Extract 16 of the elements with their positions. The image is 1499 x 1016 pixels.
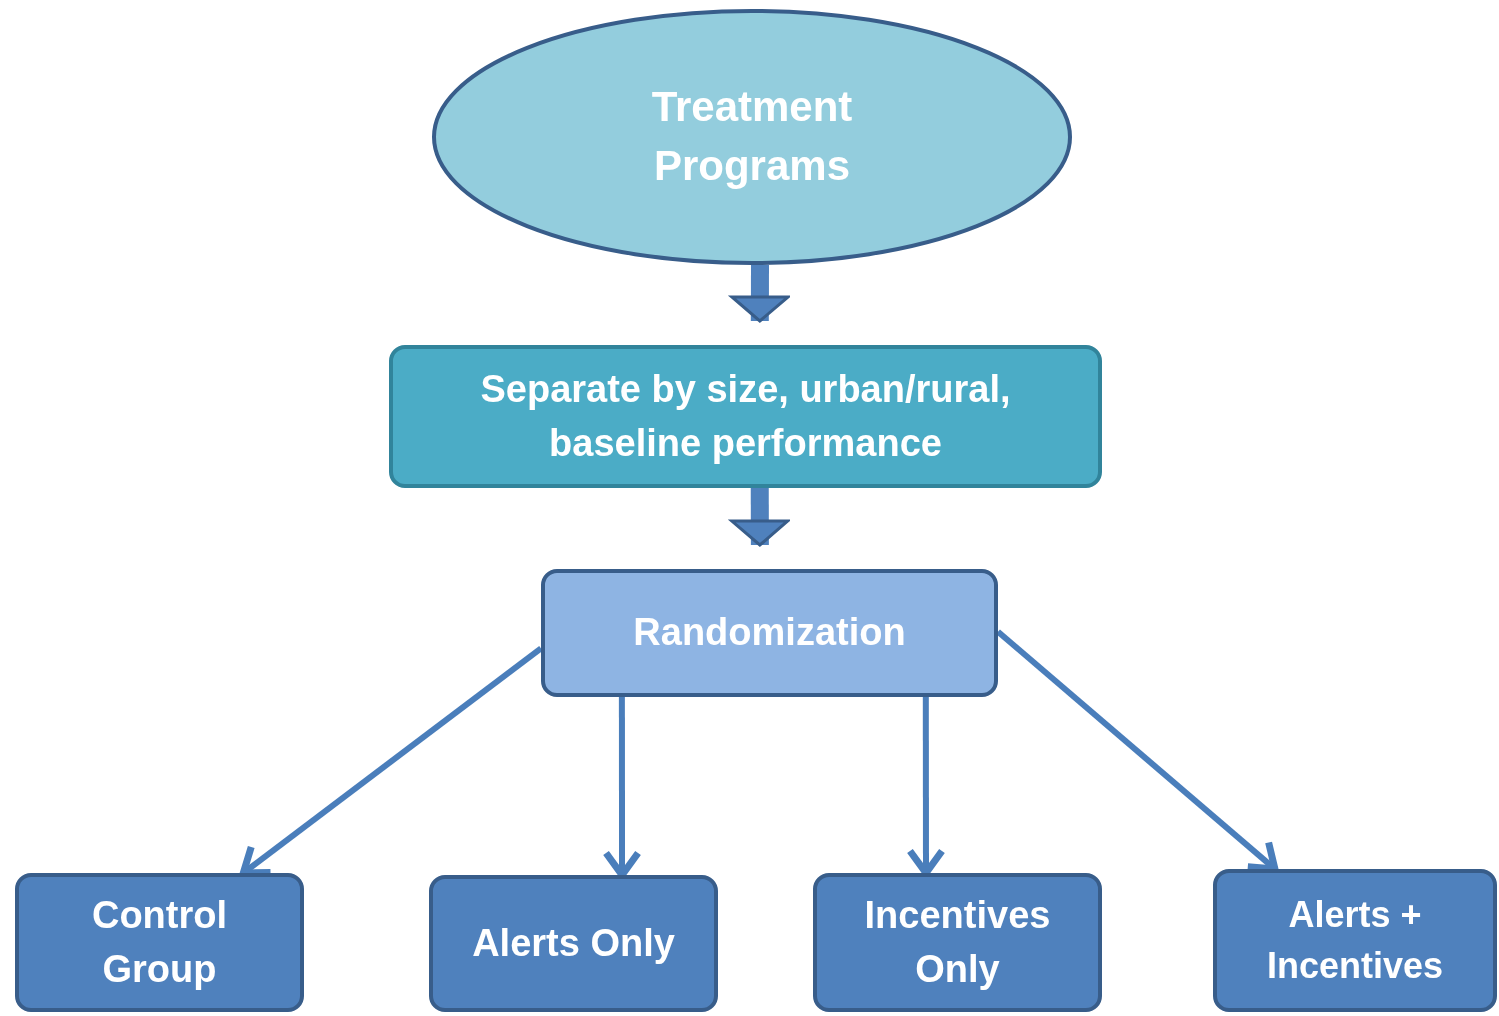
node-label: Treatment Programs xyxy=(650,82,854,191)
block-arrow xyxy=(730,264,790,323)
node-label: Alerts Only xyxy=(472,920,675,966)
process-box xyxy=(389,345,1102,488)
node-label: Randomization xyxy=(633,610,906,656)
outcome-box xyxy=(429,875,718,1012)
outcome-box xyxy=(15,873,304,1012)
process-box xyxy=(541,569,998,697)
block-arrow xyxy=(730,487,790,547)
node-label: Separate by size, urban/rural, baseline performance xyxy=(479,367,1012,466)
node-label: Incentives Only xyxy=(863,893,1052,992)
outcome-box xyxy=(813,873,1102,1012)
node-label: Alerts + Incentives xyxy=(1265,893,1445,988)
node-label: Control Group xyxy=(90,893,229,992)
start-ellipse xyxy=(432,9,1072,265)
outcome-box xyxy=(1213,869,1497,1012)
